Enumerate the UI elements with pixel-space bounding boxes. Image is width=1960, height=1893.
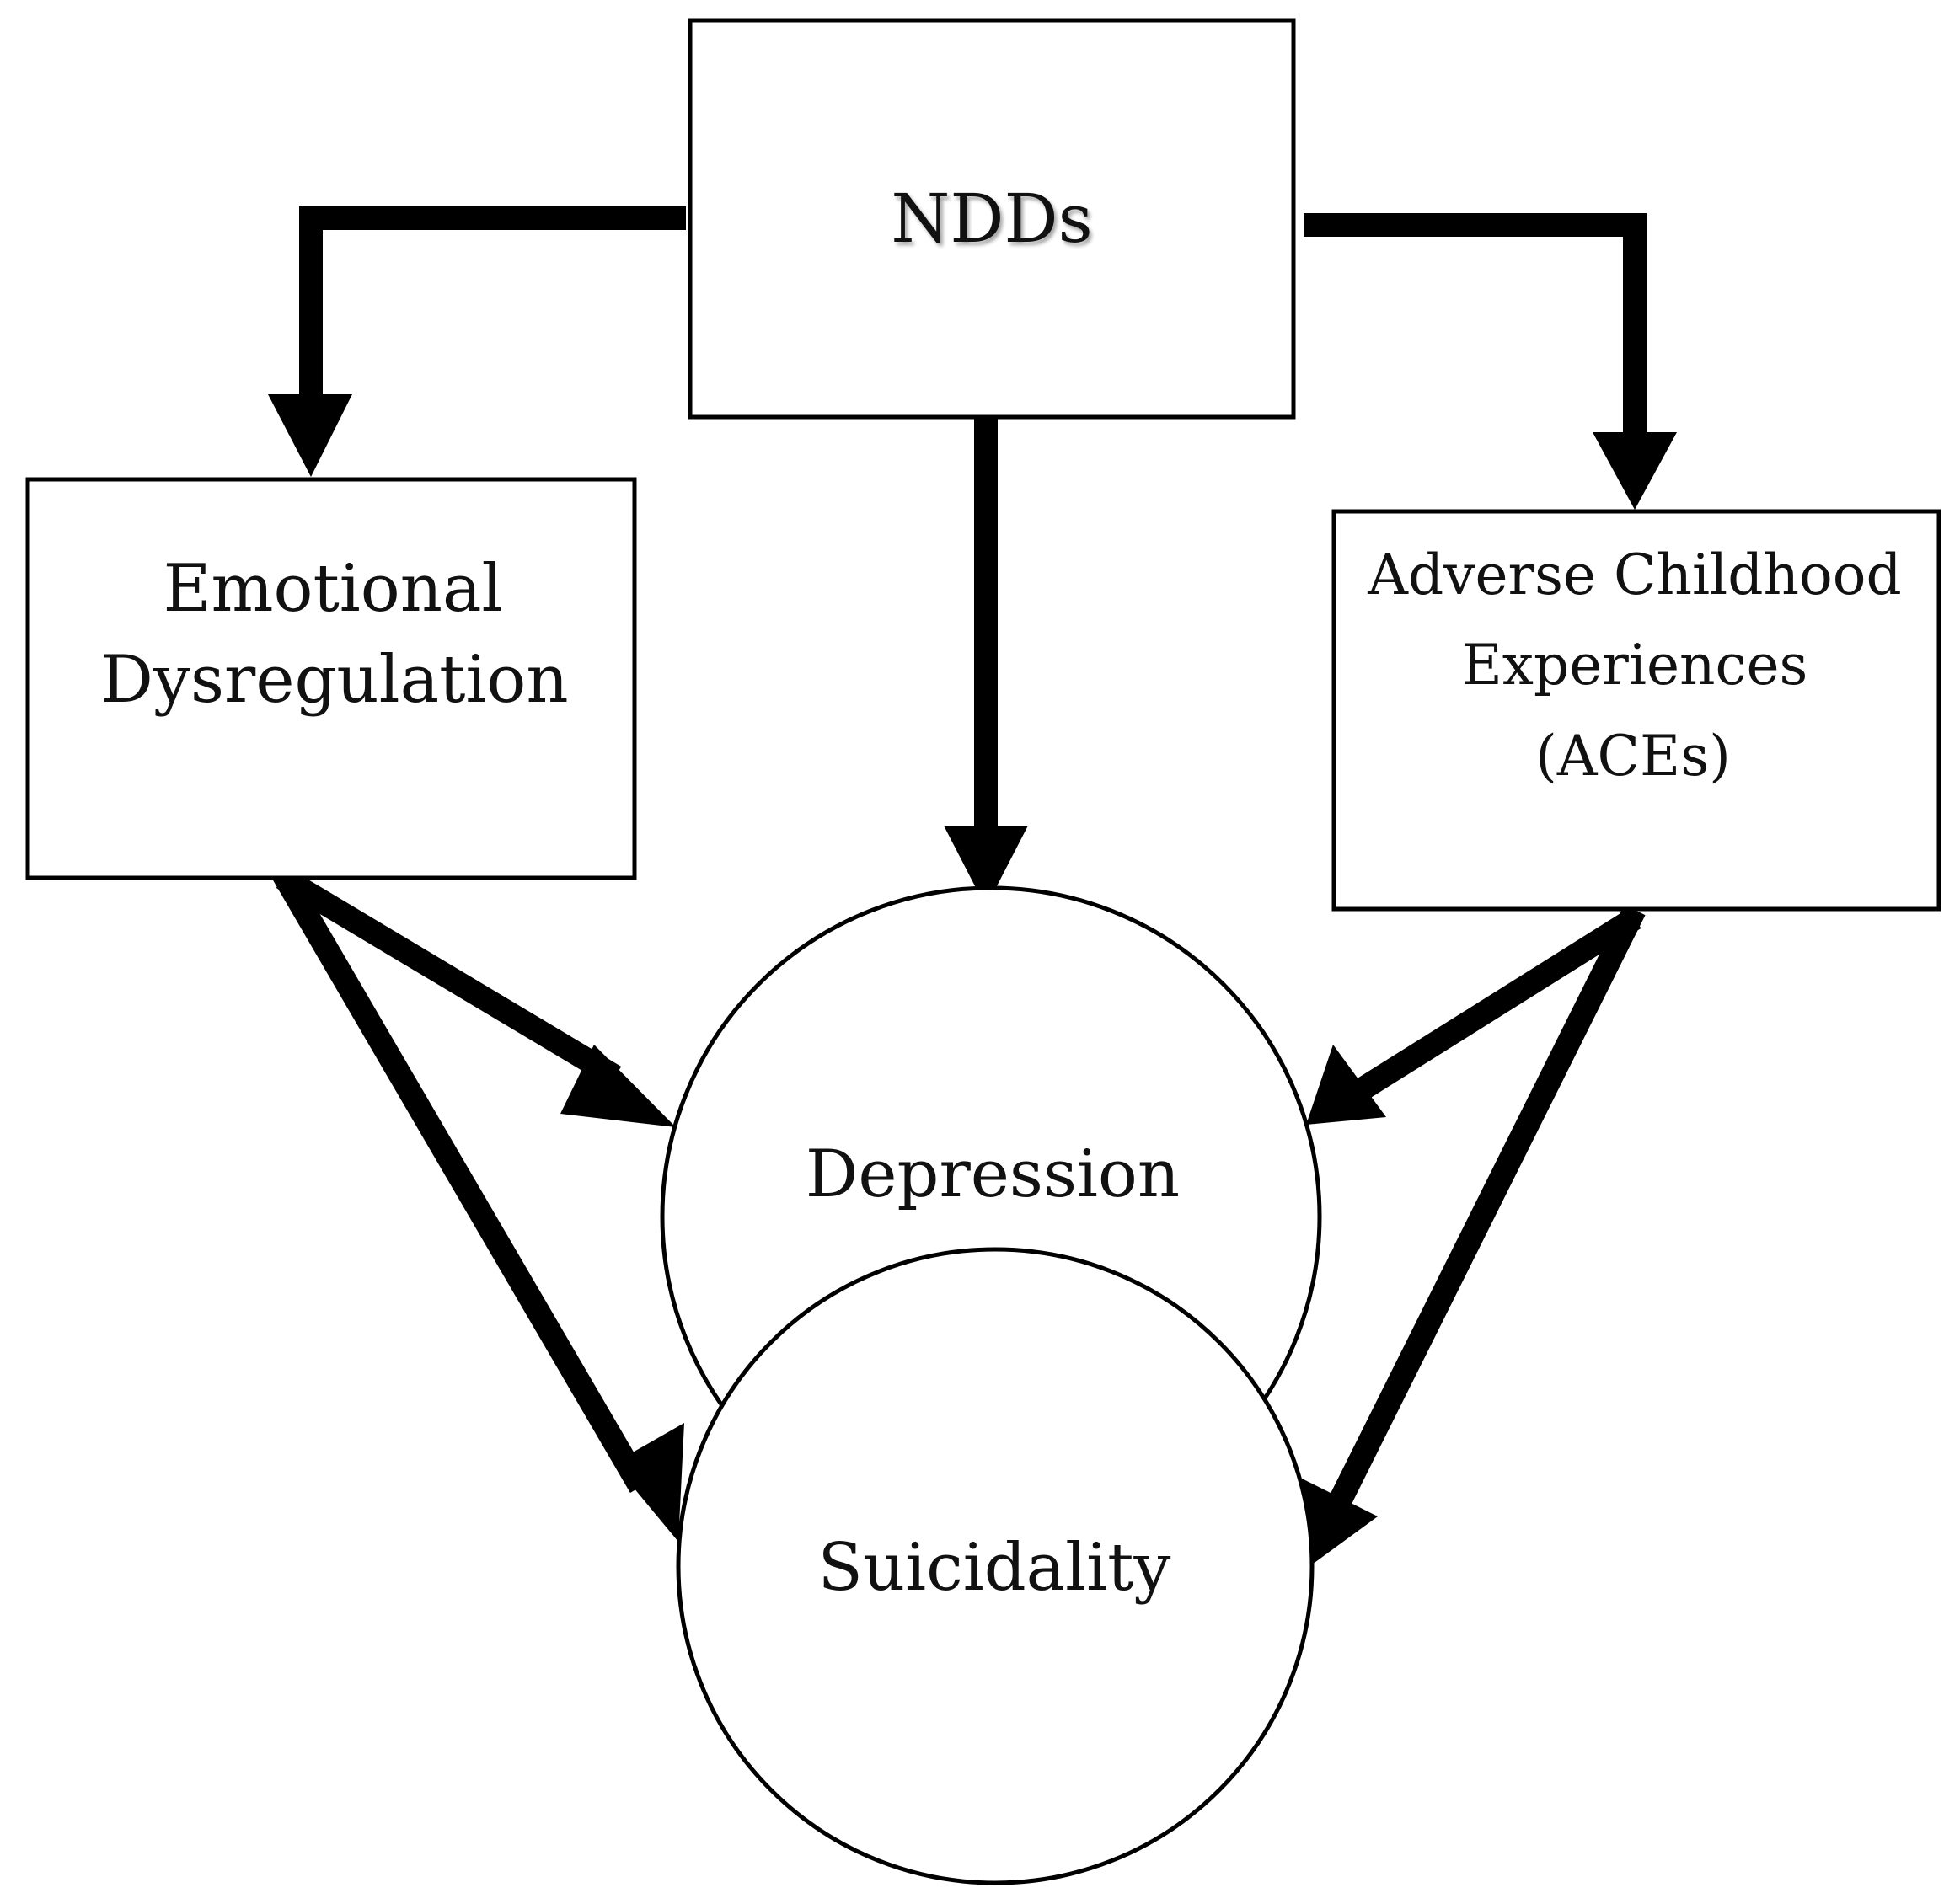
- depression-label: Depression: [806, 1136, 1180, 1212]
- emotional-dysregulation-label-line2: Dysregulation: [100, 642, 568, 718]
- arrow-emotional-dysregulation-to-depression: [276, 867, 676, 1127]
- emotional-dysregulation-box: [25, 477, 637, 880]
- emotional-dysregulation-label-line1: Emotional: [163, 551, 503, 627]
- arrow-ndds-to-aces: [1304, 213, 1677, 510]
- ndds-label: NDDs: [891, 179, 1092, 258]
- aces-node: Adverse Childhood Experiences (ACEs): [1331, 509, 1941, 912]
- aces-box: [1331, 509, 1941, 912]
- ndds-node: NDDs: [688, 18, 1296, 420]
- suicidality-label: Suicidality: [818, 1530, 1171, 1606]
- ndds-box: [688, 18, 1296, 420]
- arrow-aces-to-depression: [1306, 908, 1641, 1125]
- arrow-ndds-to-depression: [944, 413, 1028, 907]
- aces-label-line2: Experiences: [1462, 633, 1808, 698]
- aces-label-line3: (ACEs): [1535, 724, 1731, 789]
- suicidality-circle: [676, 1247, 1315, 1885]
- aces-label-line1: Adverse Childhood: [1367, 543, 1901, 607]
- arrow-ndds-to-emotional-dysregulation: [268, 206, 686, 477]
- arrow-aces-to-suicidality: [1302, 904, 1646, 1567]
- arrows: [268, 206, 1677, 1567]
- arrow-emotional-dysregulation-to-suicidality: [271, 866, 684, 1542]
- emotional-dysregulation-node: Emotional Dysregulation: [25, 477, 637, 880]
- suicidality-node: [676, 1247, 1315, 1885]
